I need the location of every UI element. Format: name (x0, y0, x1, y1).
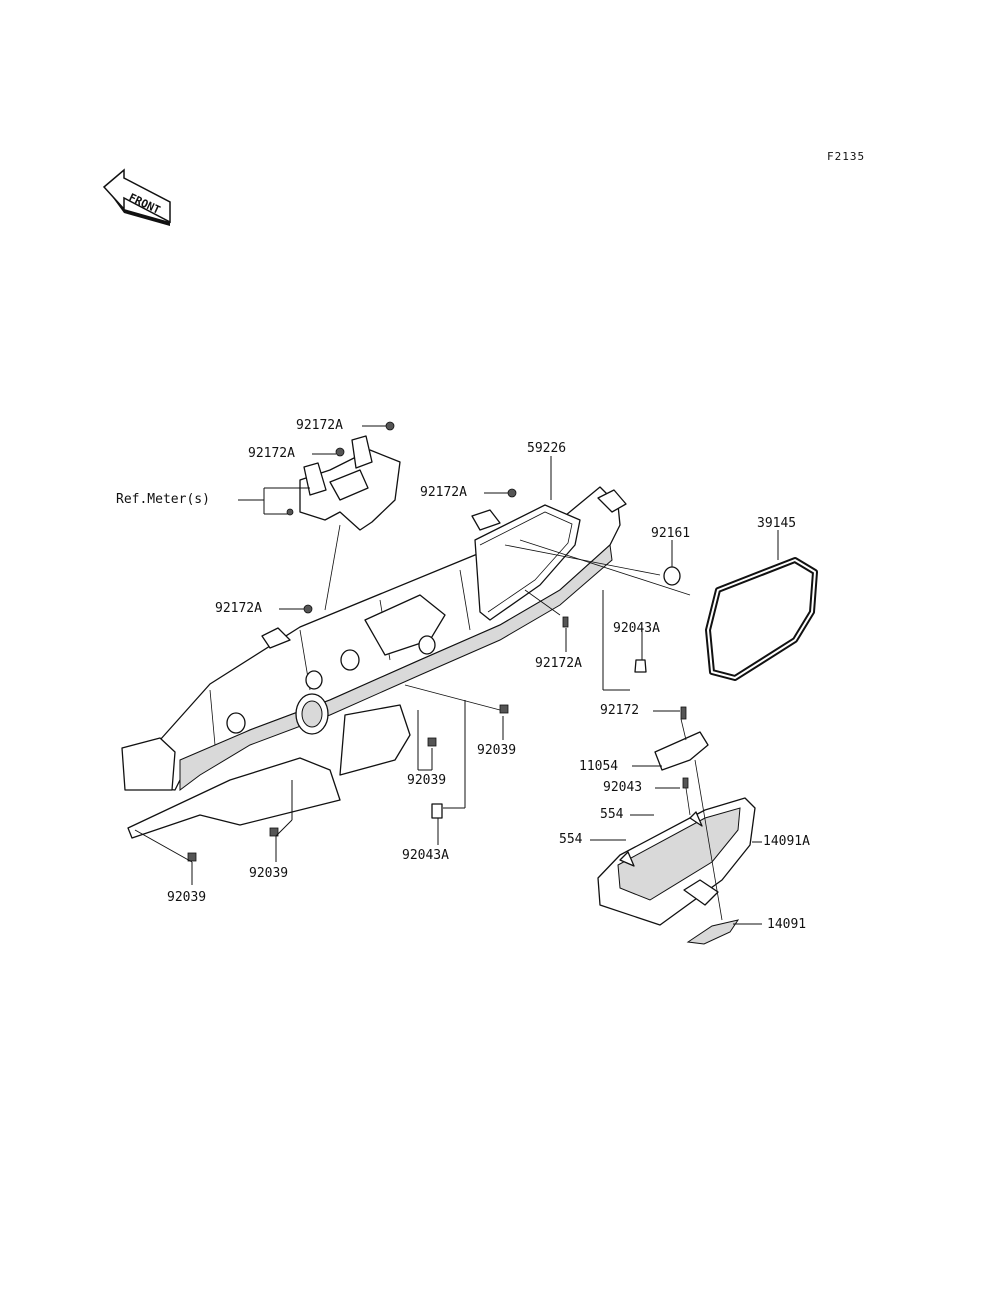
part-label-59226: 59226 (527, 441, 567, 456)
part-label-14091: 14091 (767, 917, 807, 932)
part-label-92172a-mid: 92172A (535, 656, 582, 671)
part-label-92039-center: 92039 (407, 773, 447, 788)
part-label-92172a-right: 92172A (420, 485, 467, 500)
part-label-554-upper: 554 (600, 807, 624, 822)
figure-code: F2135 (827, 150, 866, 163)
meter-bracket (299, 435, 401, 531)
part-label-92172a-top: 92172A (296, 418, 343, 433)
ref-meter-label: Ref.Meter(s) (116, 492, 210, 507)
part-label-39145: 39145 (757, 516, 797, 531)
part-label-92043: 92043 (603, 780, 643, 795)
part-label-92039-mid: 92039 (477, 743, 517, 758)
part-label-92172a-bracket: 92172A (248, 446, 295, 461)
front-arrow-icon: FRONT (102, 168, 171, 226)
part-label-92039-left: 92039 (167, 890, 207, 905)
dash-panel (121, 486, 627, 839)
part-label-14091a: 14091A (763, 834, 810, 849)
glove-box (597, 797, 756, 926)
glove-box-seal (705, 557, 818, 681)
part-label-92172: 92172 (600, 703, 640, 718)
fasteners (187, 421, 689, 862)
part-label-92161: 92161 (651, 526, 691, 541)
part-label-554-lower: 554 (559, 832, 583, 847)
hinge-bracket (654, 731, 709, 771)
part-label-92043a-lower: 92043A (402, 848, 449, 863)
glove-box-lid (686, 919, 740, 945)
part-label-92039-lower: 92039 (249, 866, 289, 881)
part-label-92043a-right: 92043A (613, 621, 660, 636)
part-label-11054: 11054 (579, 759, 619, 774)
leader-lines (134, 425, 779, 925)
part-label-92172a-left: 92172A (215, 601, 262, 616)
